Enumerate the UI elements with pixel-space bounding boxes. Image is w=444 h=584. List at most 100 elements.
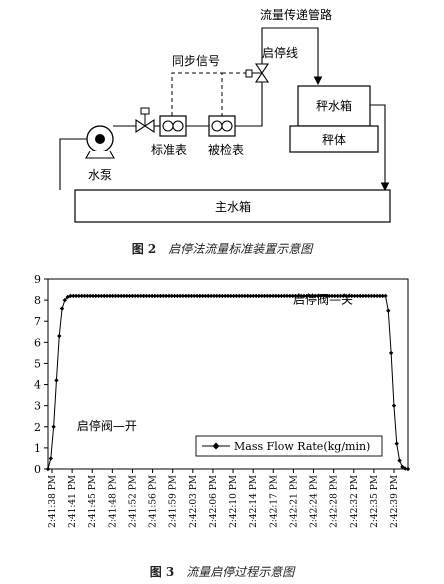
series-point	[318, 293, 324, 299]
series-point	[214, 293, 219, 299]
y-tick-label: 9	[34, 273, 41, 286]
pump-base	[85, 150, 115, 159]
annotation-valve-open: 启停阀—开	[77, 418, 137, 433]
series-point	[54, 378, 59, 383]
flow-transfer-pipe	[261, 27, 323, 86]
series-point	[279, 293, 284, 299]
weigh-tank	[297, 85, 371, 127]
series-point	[282, 293, 287, 299]
pipe-segment	[235, 82, 263, 127]
series-point	[48, 456, 54, 461]
series-point	[155, 293, 160, 299]
series-point	[273, 293, 279, 299]
series-point	[290, 293, 295, 299]
legend-marker-swatch	[212, 442, 220, 450]
series-point	[45, 466, 51, 472]
series-point	[96, 293, 101, 299]
series-point	[141, 293, 146, 299]
series-layer	[45, 293, 411, 472]
x-tick-label: 2:42:06 PM	[209, 475, 219, 528]
series-point	[121, 293, 127, 299]
series-point	[228, 293, 234, 299]
legend-box	[195, 435, 383, 457]
series-point	[87, 293, 93, 299]
series-point	[394, 441, 399, 446]
series-point	[262, 293, 267, 299]
x-tick-label: 2:41:59 PM	[169, 475, 179, 528]
standard-meter-label: 标准表	[151, 143, 187, 157]
x-tick-label: 2:41:48 PM	[108, 475, 118, 528]
chart-legend: Mass Flow Rate(kg/min)	[195, 435, 383, 457]
series-point	[253, 293, 259, 299]
series-point	[259, 293, 264, 299]
series-point	[51, 424, 56, 429]
series-point	[329, 293, 335, 299]
series-point	[107, 293, 113, 299]
series-point	[276, 293, 281, 299]
series-point	[73, 293, 79, 299]
series-point	[149, 293, 155, 299]
x-tick-label: 2:42:35 PM	[370, 475, 380, 528]
series-point	[177, 293, 183, 299]
pump-label: 水泵	[88, 168, 112, 182]
series-point	[71, 293, 76, 299]
weigh-tank-label: 秤水箱	[316, 98, 352, 113]
main-tank	[74, 189, 391, 223]
series-point	[110, 293, 115, 299]
series-point	[138, 293, 144, 299]
legend-entry-label: Mass Flow Rate(kg/min)	[234, 440, 370, 453]
series-point	[76, 293, 82, 299]
series-point	[357, 293, 363, 299]
series-point	[127, 293, 132, 299]
series-point	[102, 293, 107, 299]
series-point	[304, 293, 309, 299]
series-point	[296, 293, 301, 299]
series-point	[194, 293, 200, 299]
series-point	[245, 293, 250, 299]
series-point	[231, 293, 236, 299]
series-point	[220, 293, 225, 299]
series-point	[217, 293, 222, 299]
figure-2-diagram: 主水箱 秤水箱 秤体 水泵 标准表 被检表	[59, 7, 391, 256]
series-point	[152, 293, 158, 299]
series-point	[374, 293, 380, 299]
series-point	[79, 293, 84, 299]
y-tick-label: 7	[34, 315, 41, 328]
series-point	[124, 293, 129, 299]
x-tick-label: 2:41:52 PM	[128, 475, 138, 528]
sync-signal-line	[171, 72, 223, 116]
series-point	[366, 293, 371, 299]
series-point	[388, 350, 394, 356]
series-point	[310, 293, 315, 299]
series-point	[242, 293, 248, 299]
series-point	[360, 293, 366, 299]
series-point	[130, 293, 135, 299]
series-point	[363, 293, 369, 299]
series-point	[377, 293, 383, 299]
series-point	[321, 293, 326, 299]
x-tick-label: 2:41:56 PM	[149, 475, 159, 528]
series-point	[225, 293, 231, 299]
flow-pipe-label: 流量传递管路	[260, 7, 332, 22]
series-point	[352, 293, 357, 299]
start-stop-line-label: 启停线	[262, 45, 298, 60]
x-tick-label: 2:42:10 PM	[229, 475, 239, 528]
series-point	[369, 293, 374, 299]
series-point	[237, 293, 242, 299]
series-point	[175, 293, 180, 299]
series-point	[251, 293, 256, 299]
inlet-line	[59, 138, 87, 190]
series-point	[186, 293, 191, 299]
x-tick-label: 2:42:03 PM	[189, 475, 199, 528]
series-point	[349, 293, 354, 299]
series-point	[315, 293, 321, 299]
y-tick-label: 2	[34, 421, 41, 434]
series-point	[402, 466, 408, 471]
series-point	[341, 293, 346, 299]
series-point	[118, 293, 124, 299]
